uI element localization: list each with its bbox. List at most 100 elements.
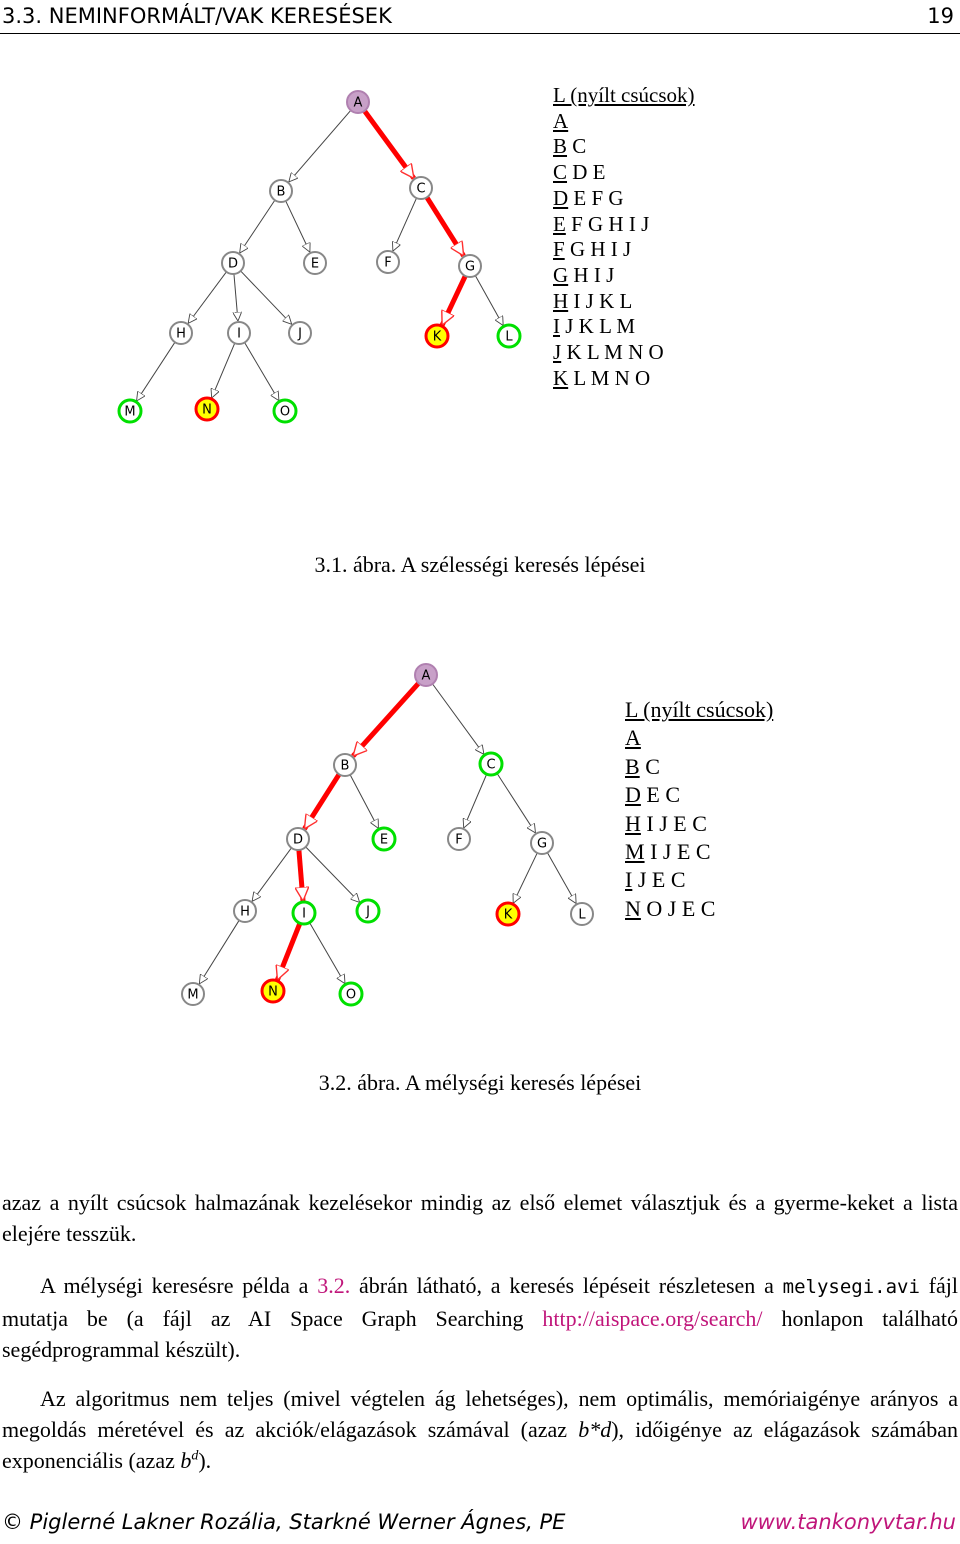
dfs-list-row-first: B	[625, 753, 640, 779]
dfs-edge-H-M	[199, 920, 240, 984]
bfs-node-O: O	[272, 398, 298, 424]
dfs-list-row-first: M	[625, 839, 645, 865]
svg-text:N: N	[202, 403, 212, 418]
svg-text:G: G	[465, 260, 475, 275]
dfs-node-F: F	[447, 827, 471, 851]
svg-text:B: B	[341, 759, 350, 774]
dfs-edge-D-J	[305, 846, 360, 903]
bfs-edge-I-N	[212, 342, 236, 398]
dfs-edge-B-D	[302, 772, 342, 831]
dfs-node-J: J	[355, 898, 381, 924]
bfs-node-E: E	[303, 251, 327, 275]
dfs-node-M: M	[181, 982, 205, 1006]
svg-text:L: L	[578, 908, 586, 923]
dfs-edge-I-N	[275, 922, 303, 980]
paragraph-3: Az algoritmus nem teljes (mivel végtelen…	[2, 1383, 958, 1476]
bfs-list-row-first: F	[553, 237, 565, 262]
dfs-node-G: G	[530, 831, 554, 855]
dfs-list-row-rest: C	[639, 753, 660, 779]
bfs-node-I: I	[227, 321, 251, 345]
dfs-list-row: M I J E C	[625, 838, 773, 866]
dfs-node-E: E	[371, 826, 397, 852]
dfs-edge-A-B	[351, 681, 421, 758]
dfs-node-A: A	[414, 663, 438, 687]
figure2-caption: 3.2. ábra. A mélységi keresés lépései	[318, 1070, 642, 1095]
bfs-node-M: M	[117, 398, 143, 424]
dfs-node-C: C	[478, 751, 504, 777]
bfs-node-N: N	[194, 396, 220, 422]
svg-text:E: E	[311, 257, 319, 272]
figure1-caption: 3.1. ábra. A szélességi keresés lépései	[314, 552, 646, 577]
bfs-list-row-first: J	[553, 340, 562, 365]
bfs-list-row: B C	[553, 134, 695, 160]
dfs-list-row-first: A	[625, 725, 641, 751]
bfs-list-row: F G H I J	[553, 237, 695, 263]
svg-text:J: J	[365, 905, 370, 920]
dfs-edge-C-G	[496, 772, 536, 833]
svg-text:I: I	[302, 907, 306, 922]
svg-text:H: H	[240, 905, 250, 920]
bfs-node-J: J	[288, 321, 312, 345]
dfs-list-row-first: I	[625, 867, 633, 893]
bfs-list-row-first: C	[553, 160, 568, 185]
svg-text:D: D	[293, 833, 303, 848]
dfs-node-H: H	[233, 899, 257, 923]
bfs-list-row-first: H	[553, 288, 569, 313]
bfs-list-row-rest: K L M N O	[561, 340, 664, 365]
bfs-node-A: A	[346, 90, 370, 114]
bfs-edge-H-M	[137, 341, 176, 401]
bfs-list-row: I J K L M	[553, 314, 695, 340]
footer-site-link[interactable]: www.tankonyvtar.hu	[740, 1510, 956, 1534]
svg-text:M: M	[124, 405, 135, 420]
dfs-list-row: I J E C	[625, 866, 773, 894]
bfs-list-row-rest: L M N O	[568, 365, 651, 390]
bfs-edge-A-C	[362, 109, 416, 180]
bfs-list-row-first: I	[553, 314, 560, 339]
svg-text:F: F	[455, 833, 462, 848]
bfs-edge-C-G	[424, 195, 466, 258]
dfs-node-O: O	[338, 981, 364, 1007]
svg-text:C: C	[416, 182, 425, 197]
bfs-list-row: H I J K L	[553, 289, 695, 315]
p3-text-a: Az algoritmus nem teljes (mivel végtelen…	[2, 1386, 958, 1442]
bfs-list-row-rest: D E	[567, 160, 606, 185]
page-header: 3.3. NEMINFORMÁLT/VAK KERESÉSEK 19	[0, 0, 960, 34]
p3-bd: b*d	[578, 1417, 612, 1442]
dfs-edge-I-O	[309, 922, 345, 984]
dfs-edge-B-E	[349, 774, 378, 829]
p2-text-c: fájl mutatja be (a fájl az AI Space Grap…	[2, 1273, 958, 1331]
svg-text:O: O	[346, 988, 356, 1003]
file-name: melysegi.avi	[782, 1276, 920, 1298]
bfs-node-D: D	[221, 251, 245, 275]
bfs-edge-B-D	[240, 199, 276, 253]
bfs-list-row-first: B	[553, 134, 568, 159]
section-title: 3.3. NEMINFORMÁLT/VAK KERESÉSEK	[2, 4, 392, 28]
bfs-list-row: E F G H I J	[553, 212, 695, 238]
footer-authors: © Piglerné Lakner Rozália, Starkné Werne…	[2, 1510, 566, 1534]
svg-text:H: H	[176, 327, 186, 342]
header-rule	[0, 33, 960, 34]
p3-text-c: ).	[198, 1448, 212, 1473]
dfs-list-row-rest: I J E C	[644, 839, 711, 865]
paragraph-1: azaz a nyílt csúcsok halmazának kezelése…	[2, 1190, 958, 1246]
svg-text:N: N	[268, 985, 278, 1000]
svg-text:M: M	[187, 988, 198, 1003]
aispace-url-link[interactable]: http://aispace.org/search/	[542, 1306, 763, 1331]
svg-text:I: I	[237, 327, 241, 342]
bfs-list-row-first: E	[553, 211, 566, 236]
dfs-edge-D-I	[299, 849, 303, 901]
bfs-list-row-rest: C	[567, 134, 587, 159]
bfs-list-row: C D E	[553, 160, 695, 186]
dfs-edge-A-C	[432, 683, 483, 754]
figure-ref-link[interactable]: 3.2.	[317, 1273, 351, 1298]
bfs-list-row-rest: I J K L	[568, 288, 633, 313]
svg-text:D: D	[228, 257, 238, 272]
bfs-edge-B-E	[285, 200, 310, 252]
dfs-list-title: L (nyílt csúcsok)	[625, 697, 774, 722]
bfs-list-row-rest: J K L M	[560, 314, 636, 339]
dfs-list-row: H I J E C	[625, 810, 773, 838]
bfs-list-row-rest: E F G	[568, 185, 624, 210]
dfs-edge-G-K	[513, 852, 538, 903]
